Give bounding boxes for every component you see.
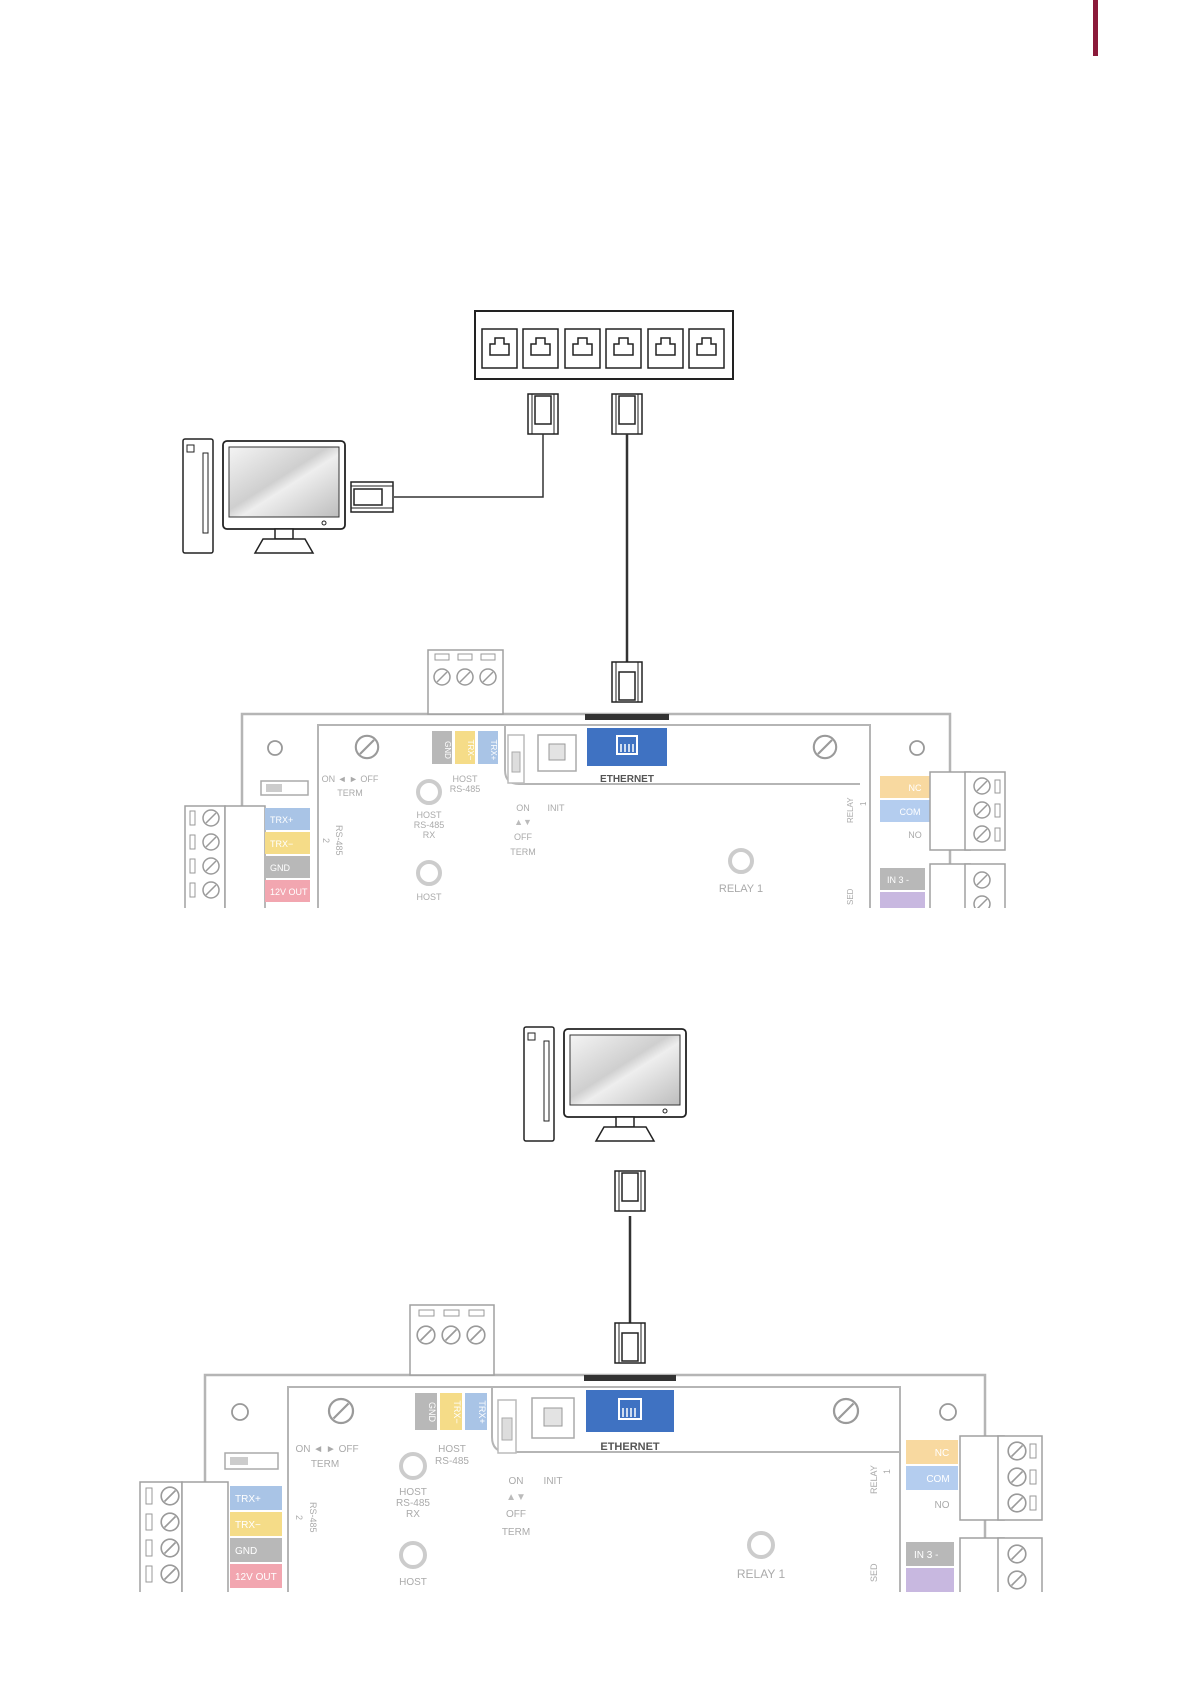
out12v-label: 12V OUT	[235, 1572, 277, 1583]
switch-ports	[481, 328, 725, 369]
in3-label: IN 3 -	[914, 1550, 938, 1561]
rs485-vertical-label: RS-485	[308, 1502, 318, 1533]
led-icon	[399, 1452, 427, 1480]
rx-led-label: RX	[406, 1509, 420, 1520]
rs485-led-label: RS-485	[414, 820, 445, 830]
com-label: COM	[900, 807, 921, 817]
computer-icon	[523, 1026, 687, 1142]
sed-vertical-label: SED	[846, 888, 855, 905]
arrow-icon: ▲▼	[506, 1492, 526, 1503]
rj45-connector-icon	[350, 481, 394, 513]
term-switch-label: ON ◄ ► OFF	[322, 774, 379, 784]
term-label: TERM	[337, 788, 363, 798]
led-icon	[416, 860, 442, 886]
ethernet-port-icon	[688, 328, 725, 369]
no-label: NO	[935, 1500, 950, 1511]
no-label: NO	[908, 830, 922, 840]
host-led-label: HOST	[399, 1577, 427, 1588]
off-label: OFF	[514, 832, 532, 842]
rs485-led-label: RS-485	[396, 1498, 430, 1509]
term-label: TERM	[510, 847, 536, 857]
term-switch-label: ON ◄ ► OFF	[295, 1444, 358, 1455]
ethernet-port-icon	[481, 328, 518, 369]
top-diagram: ETHERNET GND TRX− TRX+	[182, 310, 1006, 908]
in3-label: IN 3 -	[887, 875, 909, 885]
rj45-connector-icon	[527, 393, 559, 435]
screw-terminal-icon	[812, 734, 838, 760]
gnd-label: GND	[270, 863, 291, 873]
gnd-label: GND	[427, 1402, 437, 1423]
controller-board: ETHERNET GND TRX− TRX+	[139, 1304, 1043, 1592]
on-label: ON	[509, 1476, 524, 1487]
computer-icon	[182, 438, 346, 554]
bottom-diagram: ETHERNET GND TRX− TRX+	[139, 1026, 1043, 1592]
rj45-connector-icon	[611, 393, 643, 435]
rs485-vertical-label: RS-485	[334, 825, 344, 856]
init-label: INIT	[548, 803, 566, 813]
led-icon	[416, 779, 442, 805]
controller-board: ETHERNET GND TRX− TRX+	[184, 649, 1006, 908]
port-number-label: 2	[321, 838, 331, 843]
rs485-label: RS-485	[435, 1456, 469, 1467]
host-led-label: HOST	[416, 892, 442, 902]
trx-plus-label: TRX+	[489, 740, 498, 761]
host-label: HOST	[452, 774, 478, 784]
term-label: TERM	[311, 1459, 339, 1470]
screw-terminal-icon	[832, 1397, 860, 1425]
ethernet-label: ETHERNET	[600, 774, 654, 785]
trx-plus-label: TRX+	[235, 1494, 261, 1505]
gnd-label: GND	[443, 741, 452, 759]
rs485-label: RS-485	[450, 784, 481, 794]
trx-plus-label: TRX+	[477, 1400, 487, 1423]
com-label: COM	[926, 1474, 949, 1485]
ethernet-port-icon	[587, 728, 667, 766]
relay-vertical-label: RELAY	[846, 797, 855, 823]
relay-vertical-label: RELAY	[869, 1465, 879, 1494]
led-icon	[728, 848, 754, 874]
relay-number-label: 1	[859, 801, 868, 806]
rj45-connector-icon	[614, 1322, 646, 1364]
relay1-led-label: RELAY 1	[737, 1567, 786, 1581]
screw-terminal-icon	[354, 734, 380, 760]
off-label: OFF	[506, 1509, 526, 1520]
cable	[394, 434, 544, 498]
gnd-label: GND	[235, 1546, 257, 1557]
sed-vertical-label: SED	[869, 1563, 879, 1582]
trx-minus-label: TRX−	[452, 1400, 462, 1423]
led-icon	[747, 1531, 775, 1559]
host-led-label: HOST	[416, 810, 442, 820]
relay-number-label: 1	[882, 1469, 892, 1474]
ethernet-port-icon	[605, 328, 642, 369]
ethernet-port-icon	[647, 328, 684, 369]
rx-led-label: RX	[423, 830, 436, 840]
out12v-label: 12V OUT	[270, 887, 308, 897]
rj45-connector-icon	[614, 1170, 646, 1212]
nc-label: NC	[909, 783, 922, 793]
trx-plus-label: TRX+	[270, 815, 293, 825]
on-label: ON	[516, 803, 530, 813]
ethernet-port-icon	[586, 1390, 674, 1432]
arrow-icon: ▲▼	[514, 817, 532, 827]
host-label: HOST	[438, 1444, 466, 1455]
trx-minus-label: TRX−	[270, 839, 293, 849]
ethernet-port-icon	[564, 328, 601, 369]
port-number-label: 2	[294, 1515, 304, 1520]
ethernet-port-icon	[522, 328, 559, 369]
relay1-led-label: RELAY 1	[719, 883, 763, 895]
ethernet-label: ETHERNET	[600, 1441, 660, 1453]
rj45-connector-icon	[611, 661, 643, 703]
init-label: INIT	[544, 1476, 563, 1487]
nc-label: NC	[935, 1448, 949, 1459]
host-led-label: HOST	[399, 1487, 427, 1498]
term-label: TERM	[502, 1527, 530, 1538]
accent-bar	[1093, 0, 1098, 56]
screw-terminal-icon	[327, 1397, 355, 1425]
trx-minus-label: TRX−	[466, 740, 475, 761]
led-icon	[399, 1541, 427, 1569]
trx-minus-label: TRX−	[235, 1520, 261, 1531]
